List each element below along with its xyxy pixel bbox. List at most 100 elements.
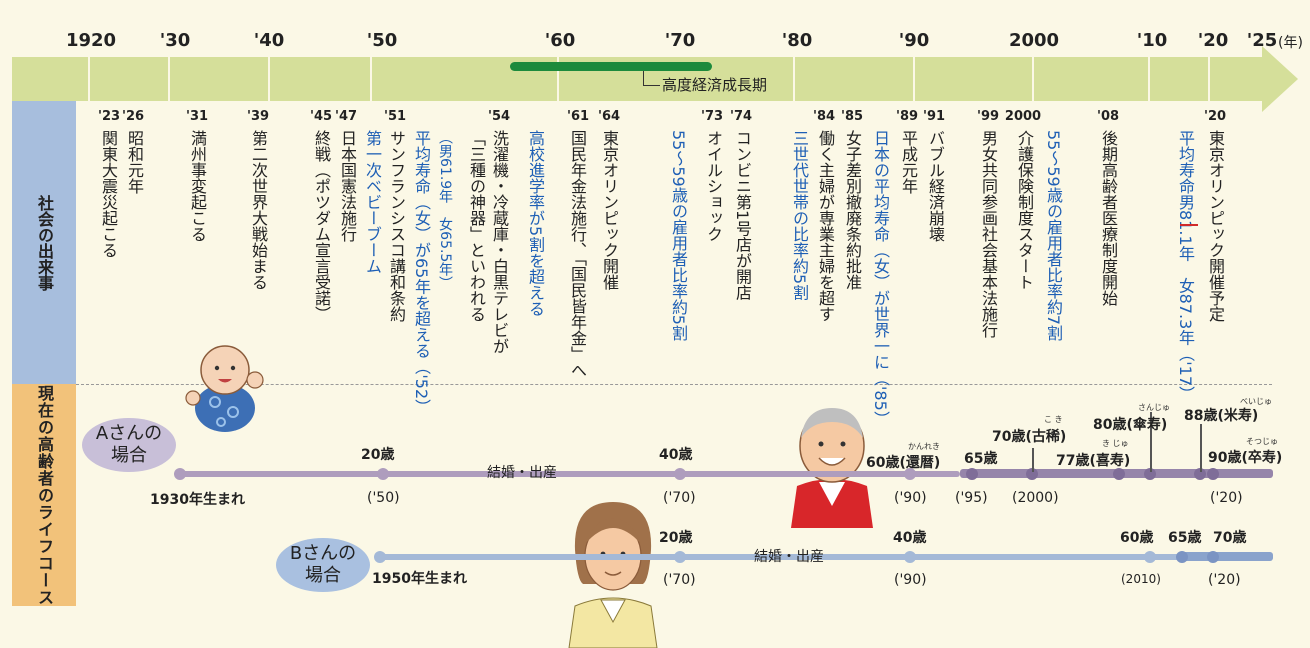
point	[966, 468, 978, 480]
event-text: コンビニ第1号店が開店	[733, 130, 752, 301]
event-text: 高校進学率が5割を超える	[526, 130, 545, 317]
point	[1207, 551, 1219, 563]
tick	[557, 57, 559, 101]
event-year: '54	[487, 109, 511, 124]
woman-illustration	[568, 502, 658, 648]
age-label: 70歳	[1213, 530, 1247, 546]
event-year: '64	[597, 109, 621, 124]
point	[1026, 468, 1038, 480]
event-text: 東京オリンピック開催予定	[1206, 130, 1225, 322]
age-label: 70歳(古稀)	[992, 429, 1067, 445]
year-label: '25	[1246, 30, 1278, 51]
year-label: '40	[253, 30, 285, 51]
event-text: 終戦（ポツダム宣言受諾）	[312, 130, 331, 322]
lifeline-b-elder	[1182, 552, 1273, 561]
elderly-man-illustration	[791, 408, 873, 528]
year-note: ('20)	[1210, 490, 1243, 506]
year-note: ('70)	[663, 490, 696, 506]
section-divider	[76, 384, 1272, 385]
growth-leader-line	[643, 71, 660, 86]
event-text: 東京オリンピック開催	[600, 130, 619, 290]
age-label: 80歳(傘寿)	[1093, 417, 1168, 433]
event-year: '23	[97, 109, 121, 124]
point	[374, 551, 386, 563]
event-year: '31	[185, 109, 209, 124]
event-text: 後期高齢者医療制度開始	[1099, 130, 1118, 306]
event-text: 介護保険制度スタート	[1015, 130, 1034, 290]
year-note: ('70)	[663, 572, 696, 588]
event-text: 働く主婦が専業主婦を超す	[816, 130, 835, 322]
connector	[1150, 412, 1152, 472]
person-b-badge: Bさんの場合	[276, 538, 370, 592]
year-label: '70	[664, 30, 696, 51]
age-label: 65歳	[1168, 530, 1202, 546]
event-text: 55～59歳の雇用者比率約7割	[1044, 130, 1063, 341]
point	[1144, 551, 1156, 563]
ruby-text: そつじゅ	[1246, 437, 1278, 446]
connector	[1032, 448, 1034, 472]
event-text: 関東大震災起こる	[99, 130, 118, 258]
year-label: 2000	[1008, 30, 1060, 51]
year-label: '60	[544, 30, 576, 51]
tick	[1208, 57, 1210, 101]
lifeline-a	[180, 471, 960, 477]
year-note: ('95)	[955, 490, 988, 506]
connector	[1200, 424, 1202, 472]
point	[674, 551, 686, 563]
tick	[88, 57, 90, 101]
age-label: 20歳	[659, 530, 693, 546]
event-year: '91	[922, 109, 946, 124]
growth-period-label: 高度経済成長期	[662, 76, 768, 94]
year-note: ('90)	[894, 572, 927, 588]
point	[904, 551, 916, 563]
event-year: '45	[309, 109, 333, 124]
person-b-name2: 場合	[304, 565, 341, 586]
event-year: '85	[840, 109, 864, 124]
event-text: 女子差別撤廃条約批准	[843, 130, 862, 290]
event-year: '89	[895, 109, 919, 124]
event-text: （男61.9年 女65.5年）	[437, 130, 453, 291]
ruby-text: さんじゅ	[1138, 403, 1170, 412]
tick	[1148, 57, 1150, 101]
event-text: 「三種の神器」といわれる	[467, 130, 486, 322]
year-label: '90	[898, 30, 930, 51]
event-year: 2000	[1004, 109, 1042, 124]
tick	[793, 57, 795, 101]
person-a-name2: 場合	[110, 445, 147, 466]
event-text: 平均寿命（女）が65年を超える（'52）	[412, 130, 431, 416]
growth-period-bar	[510, 62, 712, 71]
event-year: '39	[246, 109, 270, 124]
event-text: サンフランシスコ講和条約	[387, 130, 406, 322]
age-label: 88歳(米寿)	[1184, 408, 1259, 424]
event-text: 国民年金法施行、「国民皆年金」へ	[568, 130, 587, 378]
event-year: '47	[334, 109, 358, 124]
point	[1144, 468, 1156, 480]
ruby-text: かんれき	[908, 442, 940, 451]
marriage-label: 結婚・出産	[754, 549, 824, 565]
point	[377, 468, 389, 480]
year-label: '30	[159, 30, 191, 51]
year-note: ('20)	[1208, 572, 1241, 588]
marriage-label: 結婚・出産	[487, 465, 557, 481]
section-label-events: 社会の出来事	[12, 101, 76, 384]
event-year: '99	[976, 109, 1000, 124]
year-label: '20	[1197, 30, 1229, 51]
event-text: バブル経済崩壊	[926, 130, 945, 242]
event-text: 平均寿命男81.1年 女87.3年（'17）	[1176, 130, 1195, 403]
event-text: オイルショック	[704, 130, 723, 242]
person-a-name: Aさんの	[95, 423, 163, 444]
age-label: 90歳(卒寿)	[1208, 450, 1283, 466]
year-label: '10	[1136, 30, 1168, 51]
year-unit: (年)	[1278, 35, 1303, 51]
year-note: ('90)	[894, 490, 927, 506]
age-label: 40歳	[893, 530, 927, 546]
event-year: '61	[566, 109, 590, 124]
year-note: (2010)	[1121, 572, 1161, 586]
point	[174, 468, 186, 480]
tick	[913, 57, 915, 101]
point	[904, 468, 916, 480]
baby-illustration	[185, 345, 264, 432]
event-text: 平成元年	[899, 130, 918, 194]
event-text: 昭和元年	[125, 130, 144, 194]
ruby-text: こ き	[1044, 415, 1063, 424]
